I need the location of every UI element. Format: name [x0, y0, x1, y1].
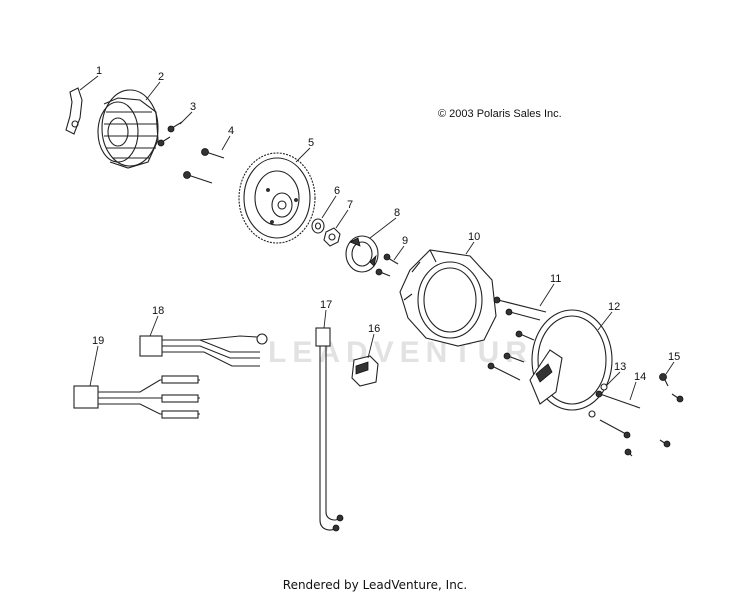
part-16-regulator[interactable] [351, 355, 379, 387]
part-15-screw[interactable] [624, 373, 684, 457]
part-2-stator[interactable] [97, 89, 159, 169]
callout-16: 16 [368, 323, 380, 335]
callout-12: 12 [608, 301, 620, 313]
part-7-nut[interactable] [323, 227, 341, 247]
callout-19: 19 [92, 335, 104, 347]
part-19-harness[interactable] [73, 375, 200, 419]
part-1-bracket[interactable] [65, 87, 83, 135]
part-12-cover[interactable] [529, 309, 613, 411]
part-11-bolt[interactable] [487, 296, 547, 381]
part-9-screw[interactable] [375, 253, 399, 277]
callout-5: 5 [308, 137, 314, 149]
callout-14: 14 [634, 371, 646, 383]
callout-6: 6 [334, 185, 340, 197]
part-4-bolt[interactable] [183, 148, 225, 184]
callout-3: 3 [190, 101, 196, 113]
callout-11: 11 [550, 273, 561, 285]
part-3-screw[interactable] [157, 121, 183, 147]
callout-2: 2 [158, 71, 164, 83]
part-14-bolt[interactable] [595, 390, 641, 439]
callout-15: 15 [668, 351, 680, 363]
callout-8: 8 [394, 207, 400, 219]
part-10-housing[interactable] [399, 249, 497, 347]
part-13-washer[interactable] [588, 383, 608, 418]
footer-credit: Rendered by LeadVenture, Inc. [282, 578, 468, 592]
part-18-harness[interactable] [139, 333, 268, 367]
callout-18: 18 [152, 305, 164, 317]
callout-13: 13 [614, 361, 626, 373]
callout-1: 1 [96, 65, 102, 77]
part-5-flywheel[interactable] [238, 152, 316, 244]
copyright-text: © 2003 Polaris Sales Inc. [438, 108, 562, 120]
part-6-washer[interactable] [311, 218, 325, 234]
callout-4: 4 [228, 125, 234, 137]
callout-17: 17 [320, 299, 332, 311]
part-17-sensor-cable[interactable] [315, 327, 344, 532]
part-8-starter-cup[interactable] [345, 235, 379, 273]
callout-10: 10 [468, 231, 480, 243]
callout-7: 7 [347, 199, 353, 211]
callout-9: 9 [402, 235, 408, 247]
